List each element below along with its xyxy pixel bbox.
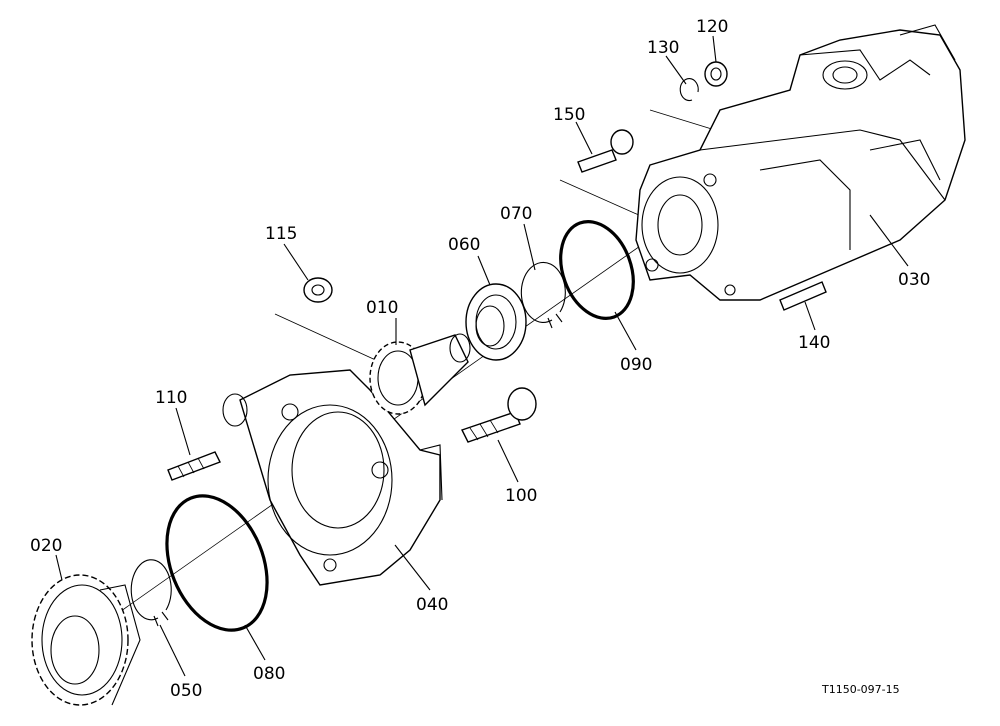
label-110: 110 bbox=[155, 388, 187, 408]
stud-110 bbox=[167, 451, 221, 481]
label-130: 130 bbox=[647, 38, 679, 58]
stud-140 bbox=[779, 281, 827, 311]
label-070: 070 bbox=[500, 204, 532, 224]
gear-020 bbox=[31, 574, 141, 706]
label-150: 150 bbox=[553, 105, 585, 125]
bolt-100 bbox=[461, 387, 537, 443]
label-040: 040 bbox=[416, 595, 448, 615]
drawing-code: T1150-097-15 bbox=[821, 683, 900, 696]
flange-cover-040 bbox=[222, 369, 443, 586]
drive-gear-010 bbox=[369, 333, 471, 415]
label-030: 030 bbox=[898, 270, 930, 290]
bearing-060 bbox=[465, 283, 527, 361]
bolt-150 bbox=[577, 129, 634, 173]
leader-lines bbox=[55, 35, 909, 677]
pump-housing-030 bbox=[635, 24, 966, 301]
snap-ring-050 bbox=[130, 559, 172, 627]
label-115: 115 bbox=[265, 224, 297, 244]
o-ring-080 bbox=[165, 494, 269, 632]
label-060: 060 bbox=[448, 235, 480, 255]
label-020: 020 bbox=[30, 536, 62, 556]
snap-ring-070 bbox=[520, 261, 566, 329]
label-100: 100 bbox=[505, 486, 537, 506]
label-080: 080 bbox=[253, 664, 285, 684]
washer-130 bbox=[679, 77, 699, 102]
nut-115 bbox=[303, 277, 333, 303]
label-140: 140 bbox=[798, 333, 830, 353]
label-090: 090 bbox=[620, 355, 652, 375]
o-ring-090 bbox=[559, 219, 635, 321]
label-050: 050 bbox=[170, 681, 202, 701]
label-010: 010 bbox=[366, 298, 398, 318]
nut-120 bbox=[704, 61, 728, 87]
part-labels: 010 020 030 040 050 060 070 080 090 100 … bbox=[30, 17, 930, 701]
label-120: 120 bbox=[696, 17, 728, 37]
